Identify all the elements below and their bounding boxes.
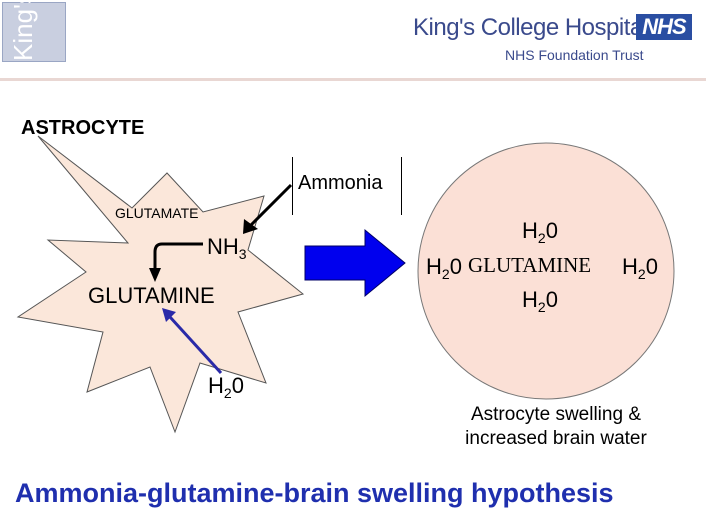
- glutamine-left-label: GLUTAMINE: [88, 283, 215, 308]
- cell-water-bottom-tail: 0: [545, 287, 558, 312]
- cell-water-left-subscript: 2: [441, 266, 450, 282]
- cell-water-bottom: H20: [522, 287, 558, 315]
- nh3-merge-arrowhead: [149, 268, 161, 282]
- nhs-logo: NHS: [636, 14, 692, 40]
- ammonia-label: Ammonia: [298, 172, 383, 195]
- foundation-trust-label: NHS Foundation Trust: [505, 47, 644, 63]
- kings-logo: King's: [2, 0, 66, 62]
- slide-title: Ammonia-glutamine-brain swelling hypothe…: [15, 478, 614, 508]
- cell-water-top: H20: [522, 218, 558, 246]
- cell-water-top-base: H: [522, 218, 538, 243]
- cell-water-right: H20: [622, 254, 658, 282]
- water-inside-subscript: 2: [223, 385, 232, 401]
- cell-glutamine-label: GLUTAMINE: [468, 253, 592, 277]
- swelling-caption: Astrocyte swelling & increased brain wat…: [436, 403, 676, 451]
- astrocyte-label: ASTROCYTE: [21, 117, 145, 139]
- cell-water-bottom-base: H: [522, 287, 538, 312]
- water-arrowhead: [162, 308, 176, 322]
- glutamate-label: GLUTAMATE: [115, 205, 199, 221]
- cell-water-bottom-subscript: 2: [537, 299, 546, 315]
- header-divider: [0, 78, 706, 81]
- astrocyte-star-shape: [16, 135, 305, 434]
- nh3-subscript: 3: [238, 246, 247, 262]
- cell-water-left: H20: [426, 254, 462, 282]
- water-inside-label: H20: [208, 373, 244, 401]
- big-right-arrow: [304, 228, 406, 298]
- cell-water-left-tail: 0: [449, 254, 462, 279]
- cell-water-left-base: H: [426, 254, 442, 279]
- nh3-label: NH3: [207, 234, 247, 262]
- cell-water-top-subscript: 2: [537, 230, 546, 246]
- ammonia-arrow: [248, 183, 293, 228]
- water-inside-base: H: [208, 373, 224, 398]
- nh3-base: NH: [207, 234, 239, 259]
- swollen-cell-circle: [417, 142, 675, 400]
- hospital-name: King's College Hospital: [413, 14, 648, 41]
- caption-line-1: Astrocyte swelling &: [470, 404, 641, 425]
- ammonia-arrowhead: [243, 219, 258, 234]
- cell-water-right-base: H: [622, 254, 638, 279]
- cell-water-right-subscript: 2: [637, 266, 646, 282]
- nh3-merge-arrow: [153, 242, 203, 268]
- cell-water-right-tail: 0: [645, 254, 658, 279]
- water-arrow: [168, 315, 223, 375]
- caption-line-2: increased brain water: [465, 428, 647, 449]
- cell-water-top-tail: 0: [545, 218, 558, 243]
- water-inside-tail: 0: [231, 373, 244, 398]
